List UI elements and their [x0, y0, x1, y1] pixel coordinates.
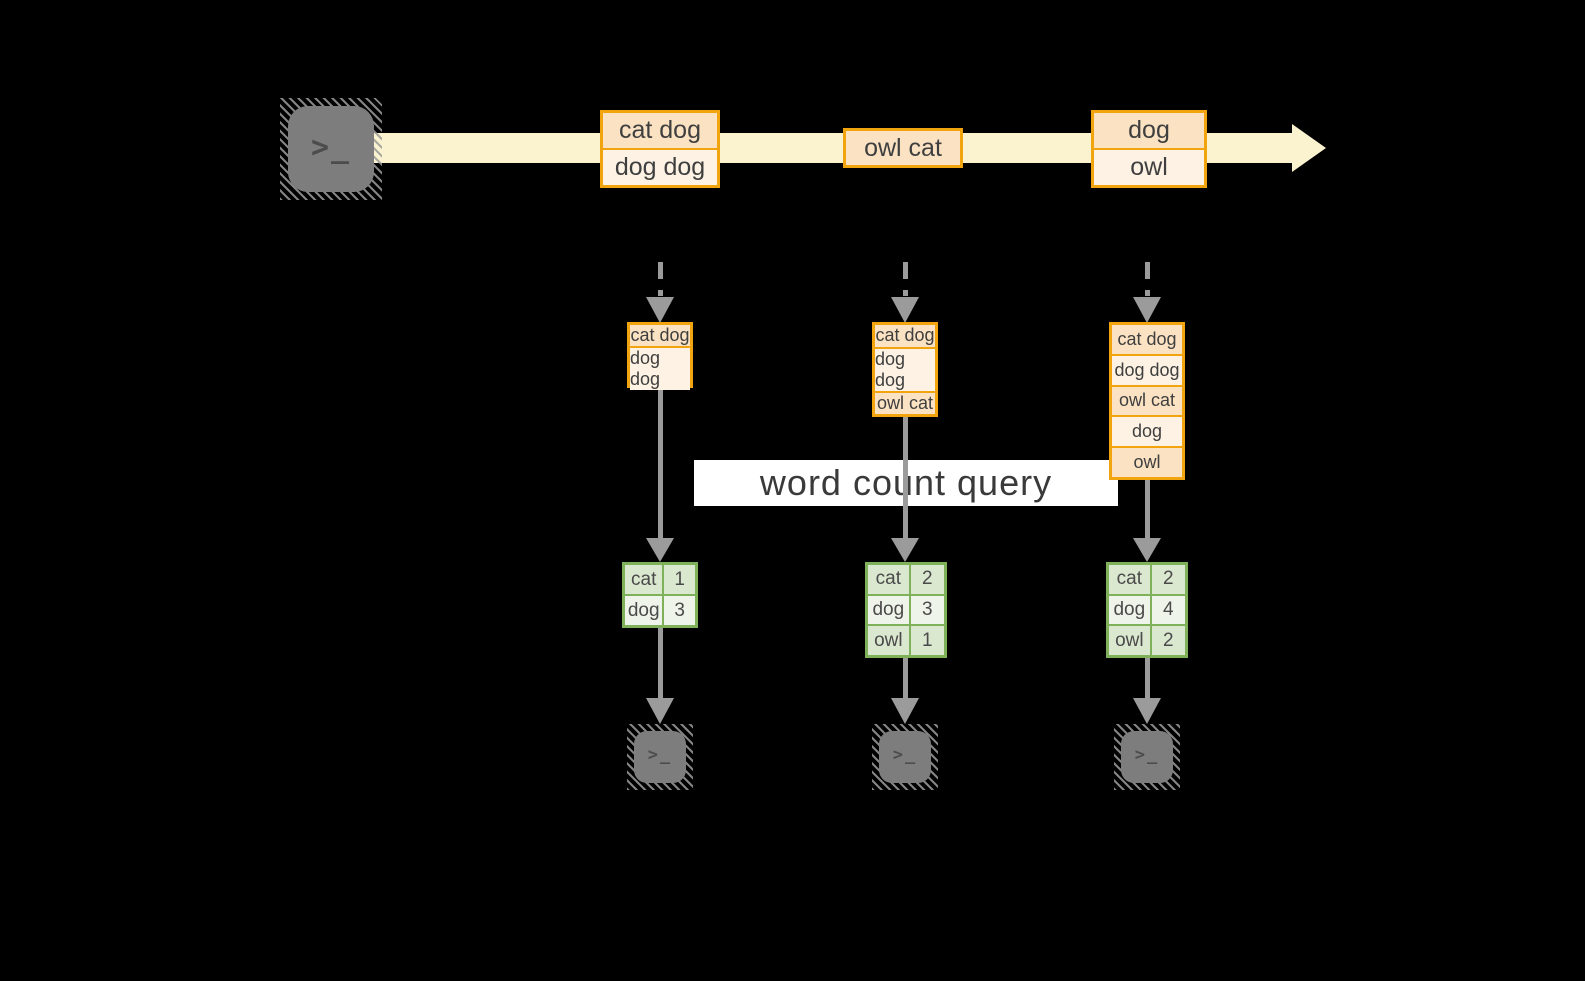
terminal-source-icon: >_ — [280, 98, 382, 200]
terminal-sink-icon: >_ — [627, 724, 693, 790]
result-count-cell: 4 — [1151, 595, 1185, 625]
state-box-1: cat dog dog dog — [627, 322, 693, 390]
connector-line — [903, 417, 908, 540]
connector-line — [658, 628, 663, 700]
connector-arrowhead-icon — [646, 538, 674, 562]
event-line: owl — [1094, 150, 1204, 185]
result-count-cell: 3 — [910, 595, 944, 625]
result-word-cell: cat — [1109, 565, 1150, 594]
result-count-cell: 1 — [910, 626, 944, 655]
state-cell: dog — [1112, 417, 1182, 447]
dashed-arrow-line — [658, 262, 663, 296]
result-word-cell: dog — [625, 596, 663, 625]
connector-line — [903, 658, 908, 700]
stream-arrowhead-icon — [1292, 124, 1326, 172]
connector-line — [658, 388, 663, 540]
event-line: dog dog — [603, 150, 717, 185]
state-cell: dog dog — [875, 348, 935, 391]
terminal-screen: >_ — [879, 731, 931, 783]
dashed-arrowhead-icon — [646, 297, 674, 323]
terminal-sink-icon: >_ — [1114, 724, 1180, 790]
state-cell: owl cat — [875, 392, 935, 414]
result-count-cell: 2 — [1151, 565, 1185, 594]
terminal-screen: >_ — [1121, 731, 1173, 783]
connector-arrowhead-icon — [891, 538, 919, 562]
connector-arrowhead-icon — [1133, 698, 1161, 724]
dashed-arrow-line — [903, 262, 908, 296]
state-box-2: cat dog dog dog owl cat — [872, 322, 938, 417]
state-cell: dog dog — [1112, 355, 1182, 385]
dashed-arrowhead-icon — [891, 297, 919, 323]
stream-event-box-2: owl cat — [843, 128, 963, 168]
result-table-2: cat 2 dog 3 owl 1 — [865, 562, 947, 658]
result-word-cell: owl — [868, 626, 909, 655]
dashed-arrow-line — [1145, 262, 1150, 296]
terminal-sink-icon: >_ — [872, 724, 938, 790]
state-cell: dog dog — [630, 348, 690, 390]
state-box-3: cat dog dog dog owl cat dog owl — [1109, 322, 1185, 480]
connector-line — [1145, 480, 1150, 540]
result-word-cell: cat — [868, 565, 909, 594]
connector-arrowhead-icon — [1133, 538, 1161, 562]
result-table-1: cat 1 dog 3 — [622, 562, 698, 628]
state-cell: cat dog — [875, 325, 935, 347]
result-count-cell: 1 — [664, 565, 695, 594]
terminal-screen: >_ — [634, 731, 686, 783]
terminal-prompt-glyph: >_ — [892, 745, 918, 765]
result-count-cell: 2 — [910, 565, 944, 594]
state-cell: owl — [1112, 448, 1182, 477]
state-cell: cat dog — [630, 325, 690, 346]
connector-line — [1145, 658, 1150, 700]
terminal-screen: >_ — [288, 106, 374, 192]
result-word-cell: owl — [1109, 626, 1150, 655]
state-cell: owl cat — [1112, 386, 1182, 416]
terminal-prompt-glyph: >_ — [310, 129, 352, 165]
stream-event-box-1: cat dog dog dog — [600, 110, 720, 188]
result-count-cell: 2 — [1151, 626, 1185, 655]
terminal-prompt-glyph: >_ — [647, 745, 673, 765]
dashed-arrowhead-icon — [1133, 297, 1161, 323]
connector-arrowhead-icon — [646, 698, 674, 724]
result-count-cell: 3 — [664, 596, 695, 625]
connector-arrowhead-icon — [891, 698, 919, 724]
result-word-cell: dog — [1109, 595, 1150, 625]
stream-event-box-3: dog owl — [1091, 110, 1207, 188]
result-table-3: cat 2 dog 4 owl 2 — [1106, 562, 1188, 658]
terminal-prompt-glyph: >_ — [1134, 745, 1160, 765]
state-cell: cat dog — [1112, 325, 1182, 354]
event-line: owl cat — [846, 131, 960, 165]
event-line: dog — [1094, 113, 1204, 148]
event-line: cat dog — [603, 113, 717, 148]
result-word-cell: cat — [625, 565, 663, 594]
result-word-cell: dog — [868, 595, 909, 625]
